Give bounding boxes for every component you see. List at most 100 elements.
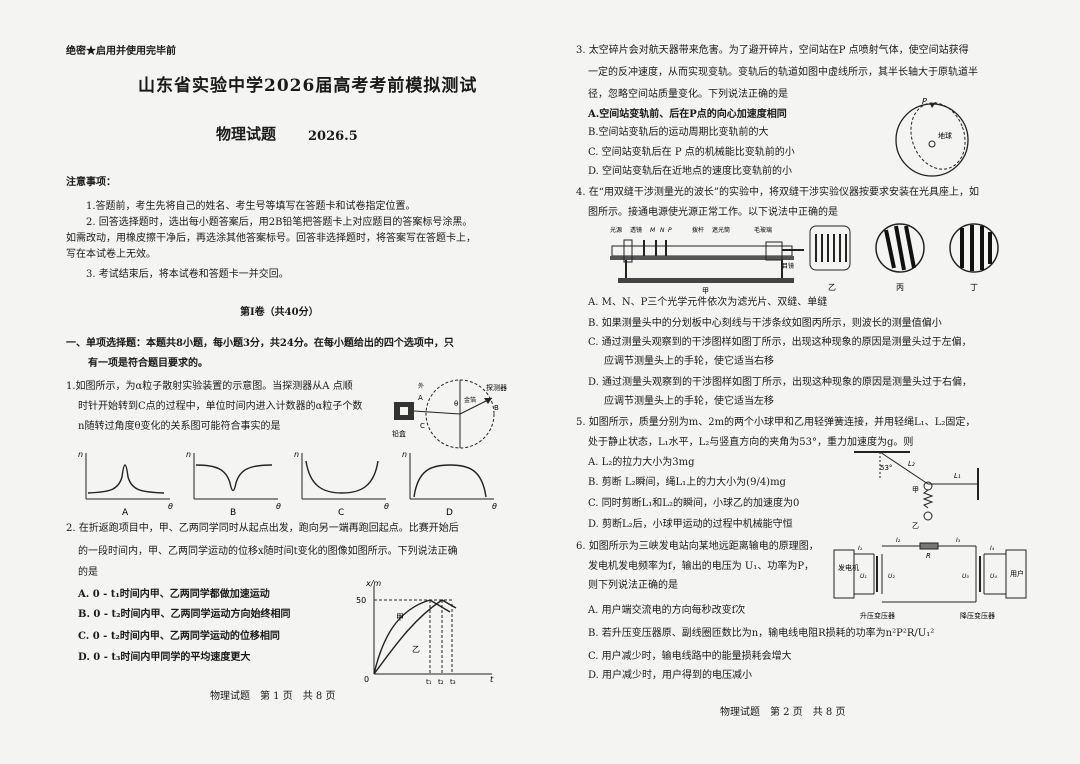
svg-text:拨杆: 拨杆 — [692, 226, 704, 234]
q5-option-d: D. 剪断L₂后，小球甲运动的过程中机械能守恒 — [588, 519, 793, 530]
pattern-ding: 丁 — [949, 223, 999, 292]
q3-option-d: D. 空间站变轨后在近地点的速度比变轨前的小 — [588, 166, 793, 177]
page-2: 3. 太空碎片会对航天器带来危害。为了避开碎片，空间站在P 点喷射气体，使空间站… — [540, 0, 1080, 764]
notice-line: 3. 考试结束后，将本试卷和答题卡一并交回。 — [86, 269, 289, 280]
svg-text:I₄: I₄ — [990, 545, 995, 552]
q4-option-d-cont: 应调节测量头上的手轮，使它适当左移 — [604, 396, 774, 407]
svg-text:I₃: I₃ — [956, 537, 961, 544]
exam-title: 山东省实验中学2026届高考考前模拟测试 — [138, 76, 478, 96]
svg-text:乙: 乙 — [912, 522, 919, 530]
q5-option-b: B. 剪断 L₂瞬间，绳L₁上的力大小为(9/4)mg — [588, 477, 786, 488]
svg-text:L₁: L₁ — [954, 472, 961, 480]
svg-text:光源: 光源 — [610, 226, 622, 234]
pattern-bing: 丙 — [875, 223, 925, 292]
svg-text:乙: 乙 — [828, 283, 836, 292]
label-gold: 金箔 — [464, 396, 476, 404]
svg-text:毛玻璃: 毛玻璃 — [754, 226, 772, 234]
q2-option-a: A. 0 - t₁时间内甲、乙两同学都做加速运动 — [78, 589, 270, 600]
svg-text:t₁: t₁ — [426, 678, 432, 686]
svg-text:用户: 用户 — [1010, 569, 1024, 578]
svg-text:甲: 甲 — [912, 486, 919, 494]
q3-line: 径，忽略空间站质量变化。下列说法正确的是 — [588, 89, 788, 100]
q2-option-d: D. 0 - t₃时间内甲同学的平均速度更大 — [78, 652, 251, 663]
q3-line: 3. 太空碎片会对航天器带来危害。为了避开碎片，空间站在P 点喷射气体，使空间站… — [576, 45, 969, 56]
svg-text:n: n — [186, 450, 191, 459]
svg-text:53°: 53° — [880, 464, 892, 472]
label-theta: θ — [454, 400, 458, 408]
notice-line: 写在本试卷上无效。 — [66, 249, 156, 260]
svg-text:C: C — [338, 508, 344, 518]
q2-line: 2. 在折返跑项目中，甲、乙两同学同时从起点出发，跑向另一端再跑回起点。比赛开始… — [66, 523, 459, 534]
q4-option-c-cont: 应调节测量头上的手轮，使它适当右移 — [604, 356, 774, 367]
orbit-figure: P 地球 — [895, 97, 969, 177]
q4-option-d: D. 通过测量头观察到的干涉图样如图丁所示，出现这种现象的原因是测量头过于右偏， — [588, 377, 973, 388]
q5-option-a: A. L₂的拉力大小为3mg — [588, 457, 695, 468]
svg-text:地球: 地球 — [938, 131, 952, 140]
label-lead: 铅盒 — [392, 429, 406, 438]
label-a: A — [418, 394, 423, 402]
svg-text:0: 0 — [364, 675, 369, 684]
svg-text:遮光筒: 遮光筒 — [712, 226, 730, 234]
svg-text:t₂: t₂ — [438, 678, 444, 686]
q6-line: 发电机发电频率为f，输出的电压为 U₁、功率为P， — [588, 561, 815, 572]
power-transmission-figure: 发电机 用户 升压变压器 降压变压器 R I₁ I₂ I₃ I₄ U₁ U₂ U… — [833, 537, 1027, 620]
svg-text:I₂: I₂ — [896, 537, 901, 544]
svg-text:t₃: t₃ — [450, 678, 456, 686]
svg-text:t: t — [490, 675, 494, 684]
exam-date: 2026.5 — [308, 129, 358, 144]
secret-mark: 绝密★启用并使用完毕前 — [66, 46, 176, 57]
svg-text:U₄: U₄ — [990, 573, 997, 580]
svg-text:发电机: 发电机 — [838, 563, 859, 572]
svg-text:甲: 甲 — [702, 287, 709, 295]
q3-option-b: B.空间站变轨后的运动周期比变轨前的大 — [588, 127, 769, 138]
label-ext: 外 — [418, 382, 424, 390]
subject-title: 物理试题 — [216, 125, 277, 143]
svg-text:I₁: I₁ — [858, 545, 863, 552]
svg-text:P: P — [922, 97, 927, 106]
graph-b: n θ B — [186, 450, 281, 518]
svg-text:B: B — [230, 508, 236, 518]
q1-line: 1.如图所示，为α粒子散射实验装置的示意图。当探测器从A 点顺 — [66, 381, 353, 392]
q4-option-a: A. M、N、P三个光学元件依次为滤光片、双缝、单缝 — [588, 297, 828, 308]
q2-option-b: B. 0 - t₂时间内甲、乙两同学运动方向始终相同 — [78, 609, 291, 620]
svg-text:R: R — [926, 552, 931, 560]
q2-option-c: C. 0 - t₂时间内甲、乙两同学运动的位移相同 — [78, 631, 280, 642]
label-c: C — [420, 422, 425, 430]
q5-line: 处于静止状态，L₁水平，L₂与竖直方向的夹角为53°，重力加速度为g。则 — [588, 437, 914, 448]
q6-option-a: A. 用户端交流电的方向每秒改变f次 — [588, 605, 746, 616]
svg-text:升压变压器: 升压变压器 — [860, 611, 895, 620]
q4-line: 4. 在“用双缝干涉测量光的波长”的实验中，将双缝干涉实验仪器按要求安装在光具座… — [576, 187, 979, 198]
label-b: B — [494, 404, 499, 412]
svg-text:50: 50 — [356, 596, 366, 605]
svg-text:U₁: U₁ — [860, 573, 867, 580]
q1-option-graphs: n θ A n θ B n θ C n θ D — [78, 450, 497, 518]
svg-text:甲: 甲 — [396, 613, 404, 622]
notice-title: 注意事项： — [66, 177, 116, 188]
q6-line: 6. 如图所示为三峡发电站向某地远距离输电的原理图， — [576, 541, 819, 552]
svg-text:θ: θ — [276, 502, 281, 511]
section-title: 第Ⅰ卷（共40分） — [240, 307, 319, 318]
svg-text:n: n — [294, 450, 299, 459]
fringe-patterns: 乙 丙 丁 — [809, 223, 999, 292]
svg-text:x/m: x/m — [365, 579, 381, 588]
q6-option-b: B. 若升压变压器原、副线圈匝数比为n，输电线电阻R损耗的功率为n²P²R/U₁… — [588, 628, 935, 639]
part1-heading: 一、单项选择题：本题共8小题，每小题3分，共24分。在每小题给出的四个选项中，只 — [66, 338, 454, 349]
page-footer: 物理试题 第 1 页 共 8 页 — [210, 691, 336, 702]
page-footer: 物理试题 第 2 页 共 8 页 — [720, 707, 846, 718]
svg-text:透镜: 透镜 — [630, 226, 642, 234]
svg-text:M: M — [650, 227, 656, 234]
q3-option-a: A.空间站变轨前、后在P点的向心加速度相同 — [588, 109, 787, 120]
q1-line: 时针开始转到C点的过程中，单位时间内进入计数器的α粒子个数 — [78, 401, 363, 412]
part1-heading-cont: 有一项是符合题目要求的。 — [88, 358, 208, 369]
svg-text:n: n — [78, 450, 83, 459]
page-1: 绝密★启用并使用完毕前 山东省实验中学2026届高考考前模拟测试 物理试题 20… — [66, 46, 507, 702]
q6-option-d: D. 用户减少时，用户得到的电压减小 — [588, 670, 753, 681]
svg-text:U₃: U₃ — [962, 573, 969, 580]
graph-d: n θ D — [402, 450, 497, 518]
svg-text:L₂: L₂ — [908, 460, 915, 468]
svg-text:N: N — [660, 227, 665, 234]
svg-text:D: D — [446, 508, 453, 518]
notice-line: 2. 回答选择题时，选出每小题答案后，用2B铅笔把答题卡上对应题目的答案标号涂黑… — [86, 217, 473, 228]
q6-line: 则下列说法正确的是 — [588, 580, 678, 591]
svg-text:P: P — [668, 227, 672, 234]
